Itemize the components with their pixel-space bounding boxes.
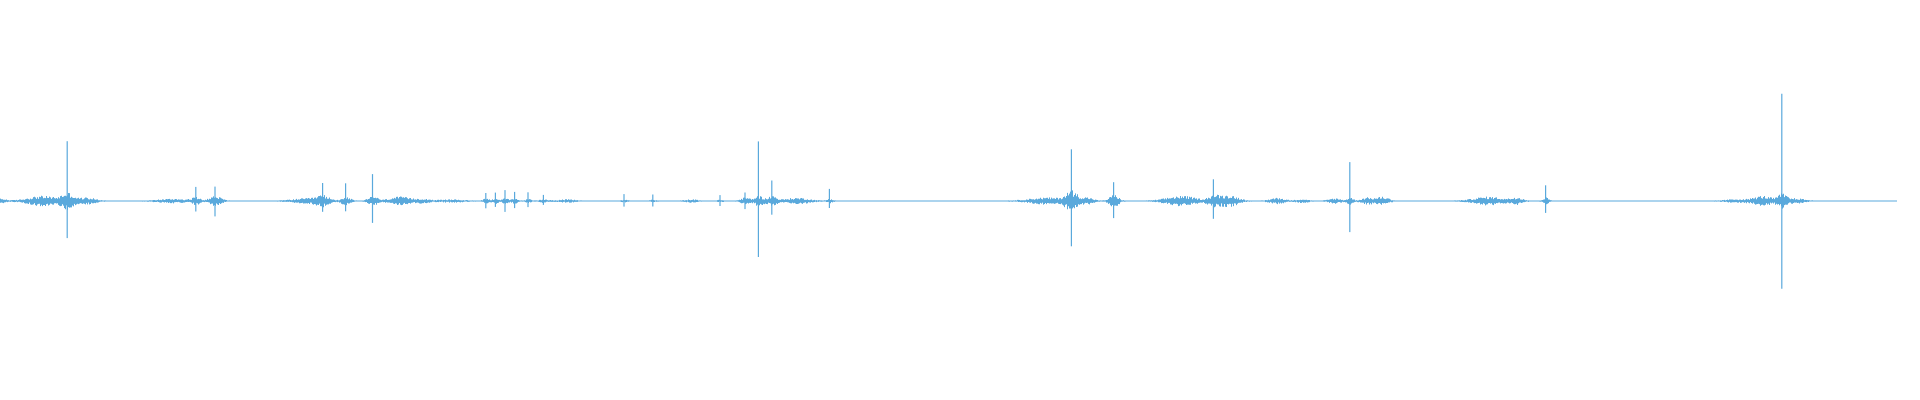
waveform-samples — [0, 190, 1892, 212]
waveform-envelope — [0, 190, 1892, 212]
waveform-peaks — [66, 93, 1783, 289]
